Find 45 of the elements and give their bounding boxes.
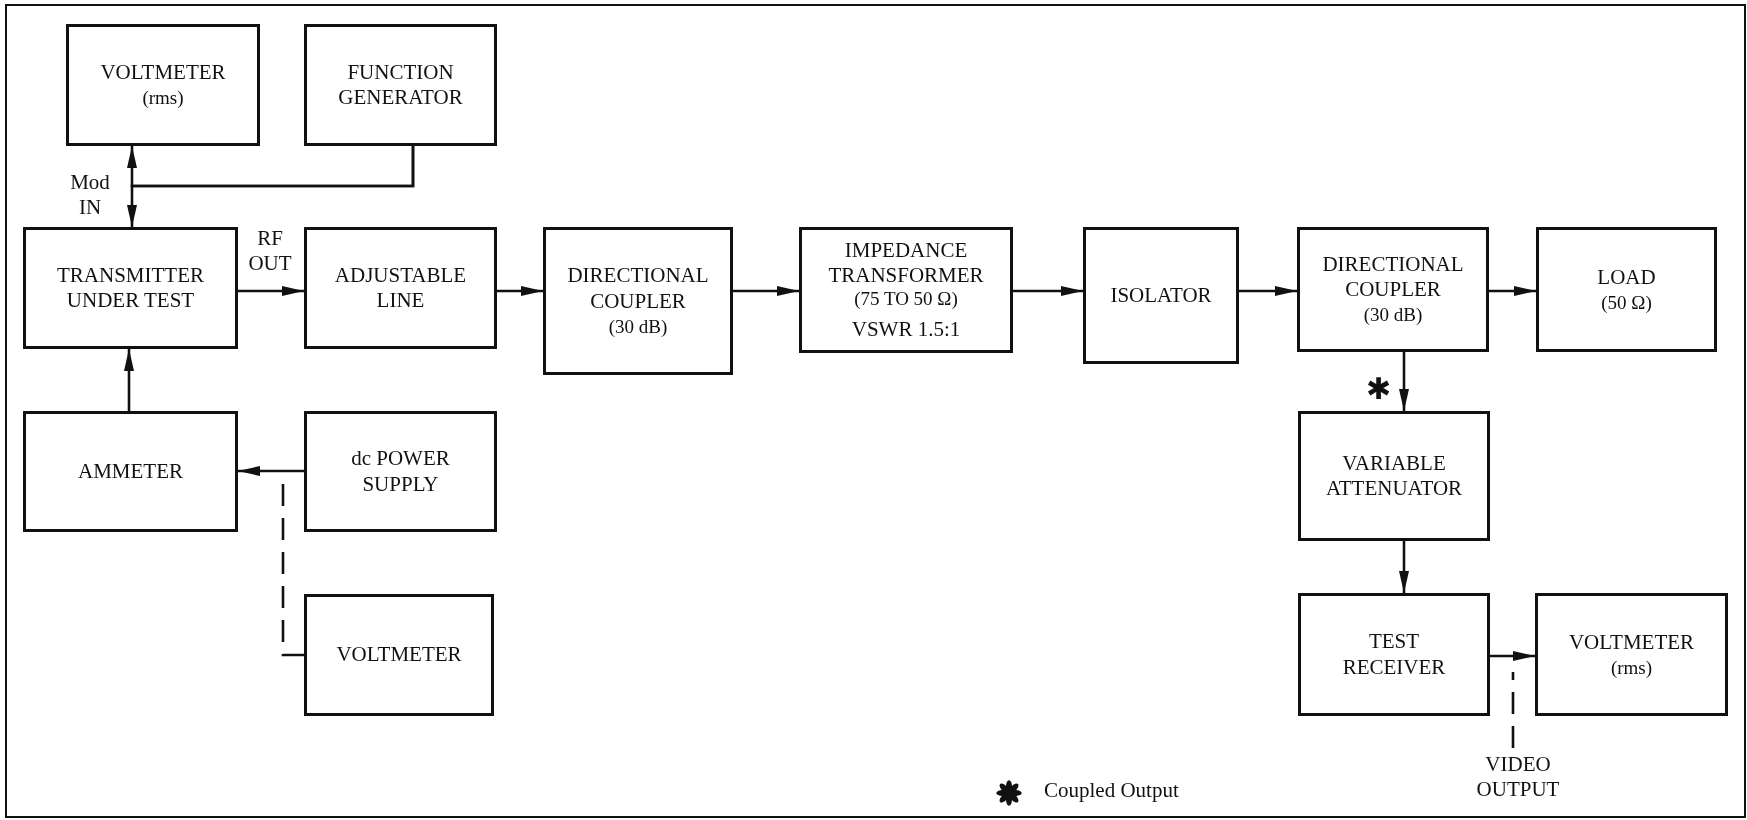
box-label: IMPEDANCE TRANSFORMER: [827, 237, 985, 289]
signal-label: RF OUT: [247, 226, 293, 277]
block-box: [799, 227, 1013, 353]
arrow: [1490, 651, 1535, 661]
block-box: FUNCTION GENERATOR: [304, 24, 497, 146]
arrow: [124, 349, 134, 411]
block-box: VOLTMETER: [304, 594, 494, 716]
block-box: [1535, 593, 1728, 716]
block-box: VARIABLE ATTENUATOR: [1298, 411, 1490, 541]
legend-label: Coupled Output: [1044, 778, 1179, 804]
signal-label: Mod IN: [69, 170, 111, 221]
block-box: AMMETER: [23, 411, 238, 532]
block-box: [1536, 227, 1717, 352]
block-box: ISOLATOR: [1083, 227, 1239, 364]
arrow: [1489, 286, 1536, 296]
box-label: (rms): [1610, 656, 1653, 680]
box-label: (rms): [142, 87, 184, 110]
box-label: VOLTMETER: [1568, 629, 1695, 655]
arrow: [1239, 286, 1297, 296]
block-box: [66, 24, 260, 146]
block-box: ADJUSTABLE LINE: [304, 227, 497, 349]
box-label: (75 TO 50 Ω): [854, 288, 958, 311]
arrow: [497, 286, 543, 296]
box-label: VOLTMETER: [100, 60, 226, 86]
arrow: [238, 466, 304, 476]
arrow: [238, 286, 304, 296]
arrow: [1013, 286, 1083, 296]
dashed-line: [1511, 672, 1515, 748]
arrow: [1399, 352, 1409, 411]
signal-label: VIDEO OUTPUT: [1475, 751, 1561, 803]
block-box: TRANSMITTER UNDER TEST: [23, 227, 238, 349]
box-label: DIRECTIONAL COUPLER: [566, 263, 710, 314]
arrow: [1399, 541, 1409, 593]
box-label: (30 dB): [608, 315, 668, 339]
box-label: (30 dB): [1363, 304, 1423, 328]
arrow: [733, 286, 799, 296]
box-label: LOAD: [1597, 264, 1656, 290]
block-box: TEST RECEIVER: [1298, 593, 1490, 716]
block-box: dc POWER SUPPLY: [304, 411, 497, 532]
box-label: VSWR 1.5:1: [851, 317, 961, 343]
block-box: [543, 227, 733, 375]
box-label: (50 Ω): [1601, 291, 1652, 315]
block-box: [1297, 227, 1489, 352]
box-label: DIRECTIONAL COUPLER: [1321, 251, 1465, 303]
arrow: [127, 146, 415, 227]
